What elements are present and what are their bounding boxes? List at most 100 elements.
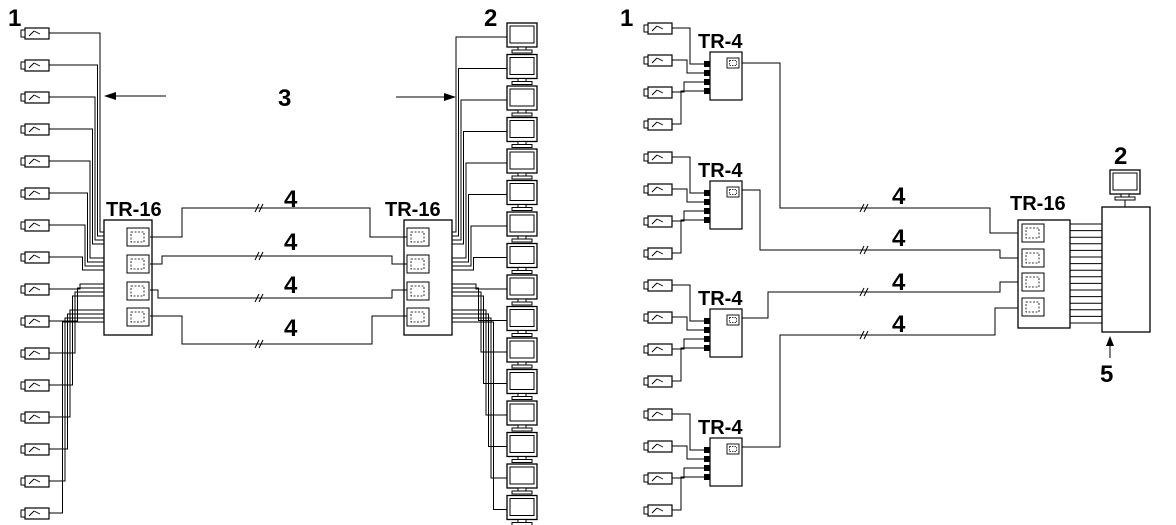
camera-group-label: 1 bbox=[8, 5, 21, 32]
monitor-icon bbox=[506, 274, 538, 306]
monitor-wire bbox=[429, 317, 507, 479]
camera-icon bbox=[20, 379, 54, 392]
right-scheme: 1 2 5 TR-16 TR-4 TR-4 TR-4 TR-4 4 4 4 4 bbox=[620, 5, 1151, 517]
left-monitor-column bbox=[506, 22, 538, 525]
tr4-camera-group bbox=[643, 408, 743, 517]
monitor-wire bbox=[429, 309, 507, 416]
right-line-label-1: 4 bbox=[892, 183, 906, 210]
camera-wire bbox=[676, 445, 704, 460]
line-label-2: 4 bbox=[284, 229, 298, 256]
monitor-icon bbox=[506, 22, 538, 54]
camera-wire bbox=[676, 476, 704, 511]
left-trunk-lines bbox=[150, 203, 407, 349]
camera-icon bbox=[643, 311, 677, 324]
camera-icon bbox=[20, 27, 54, 40]
camera-icon bbox=[643, 118, 677, 131]
camera-icon bbox=[20, 187, 54, 200]
left-camera-column bbox=[20, 27, 54, 520]
monitor-icon bbox=[506, 242, 538, 275]
camera-icon bbox=[20, 219, 54, 232]
right-line-label-2: 4 bbox=[892, 225, 906, 252]
tr4-camera-group bbox=[643, 151, 743, 260]
camera-wire bbox=[676, 210, 704, 222]
camera-icon bbox=[643, 408, 677, 421]
camera-icon bbox=[643, 504, 677, 517]
recorder-label: 5 bbox=[1100, 361, 1113, 388]
camera-icon bbox=[20, 507, 54, 520]
camera-icon bbox=[643, 151, 677, 164]
monitor-wire bbox=[429, 313, 507, 447]
right-trunk-lines bbox=[742, 62, 1022, 448]
tr4-camera-group bbox=[643, 22, 743, 131]
camera-wire bbox=[53, 313, 128, 450]
monitor-icon bbox=[506, 179, 538, 212]
camera-icon bbox=[643, 375, 677, 388]
right-camera-group-label: 1 bbox=[620, 5, 633, 32]
camera-icon bbox=[20, 315, 54, 328]
camera-wire bbox=[676, 27, 704, 65]
camera-icon bbox=[643, 247, 677, 260]
tr4-label-3: TR-4 bbox=[698, 288, 743, 310]
direction-label: 3 bbox=[278, 85, 291, 112]
tr16-hub-label: TR-16 bbox=[1010, 193, 1066, 215]
camera-wire bbox=[676, 219, 704, 254]
left-camera-wires bbox=[53, 32, 128, 514]
camera-wire bbox=[676, 347, 704, 382]
hub-to-recorder-wires bbox=[1070, 223, 1102, 324]
monitor-icon bbox=[506, 53, 538, 86]
camera-icon bbox=[20, 123, 54, 136]
camera-icon bbox=[643, 183, 677, 196]
tr4-label-4: TR-4 bbox=[698, 417, 743, 439]
monitor-icon bbox=[506, 494, 538, 525]
camera-icon bbox=[20, 59, 54, 72]
line-label-4: 4 bbox=[284, 315, 298, 342]
camera-icon bbox=[643, 22, 677, 35]
camera-wire bbox=[53, 309, 128, 418]
camera-icon bbox=[20, 347, 54, 360]
monitor-icon bbox=[506, 305, 538, 338]
camera-wire bbox=[53, 321, 128, 514]
line-label-3: 4 bbox=[284, 272, 298, 299]
monitor-icon bbox=[506, 148, 538, 180]
left-scheme: 1 2 3 TR-16 TR-16 4 4 4 4 bbox=[8, 5, 538, 525]
camera-icon bbox=[20, 411, 54, 424]
monitor-icon bbox=[506, 368, 538, 401]
monitor-wire bbox=[429, 287, 507, 321]
camera-wire bbox=[53, 317, 128, 482]
camera-icon bbox=[643, 472, 677, 485]
tr4-label-1: TR-4 bbox=[698, 31, 743, 53]
camera-icon bbox=[643, 54, 677, 67]
tr16-left-transmitter bbox=[103, 219, 153, 336]
camera-icon bbox=[20, 283, 54, 296]
camera-wire bbox=[676, 413, 704, 451]
camera-wire bbox=[676, 188, 704, 203]
right-camera-groups bbox=[643, 22, 743, 517]
tr16-right-transmitter bbox=[403, 219, 453, 336]
camera-wire bbox=[676, 59, 704, 74]
recorder-arrow bbox=[1106, 336, 1114, 358]
monitor-icon bbox=[506, 337, 538, 369]
camera-wire bbox=[676, 156, 704, 194]
monitor-icon bbox=[506, 431, 538, 464]
right-line-label-3: 4 bbox=[892, 269, 906, 296]
tr4-camera-group bbox=[643, 279, 743, 388]
camera-icon bbox=[20, 155, 54, 168]
monitor-icon bbox=[506, 400, 538, 432]
line-label-1: 4 bbox=[284, 186, 298, 213]
tr16-right-label: TR-16 bbox=[385, 199, 441, 221]
camera-icon bbox=[643, 215, 677, 228]
monitor-icon bbox=[506, 463, 538, 495]
output-monitor bbox=[1109, 169, 1141, 201]
monitor-icon bbox=[506, 211, 538, 243]
monitor-icon bbox=[506, 85, 538, 117]
camera-wire bbox=[676, 81, 704, 93]
direction-arrows bbox=[104, 92, 456, 101]
tr16-left-label: TR-16 bbox=[106, 199, 162, 221]
camera-wire bbox=[676, 284, 704, 322]
camera-icon bbox=[20, 251, 54, 264]
monitor-wire bbox=[429, 321, 507, 510]
monitor-group-label: 2 bbox=[484, 5, 497, 32]
right-line-label-4: 4 bbox=[892, 311, 906, 338]
monitor-icon bbox=[506, 116, 538, 149]
